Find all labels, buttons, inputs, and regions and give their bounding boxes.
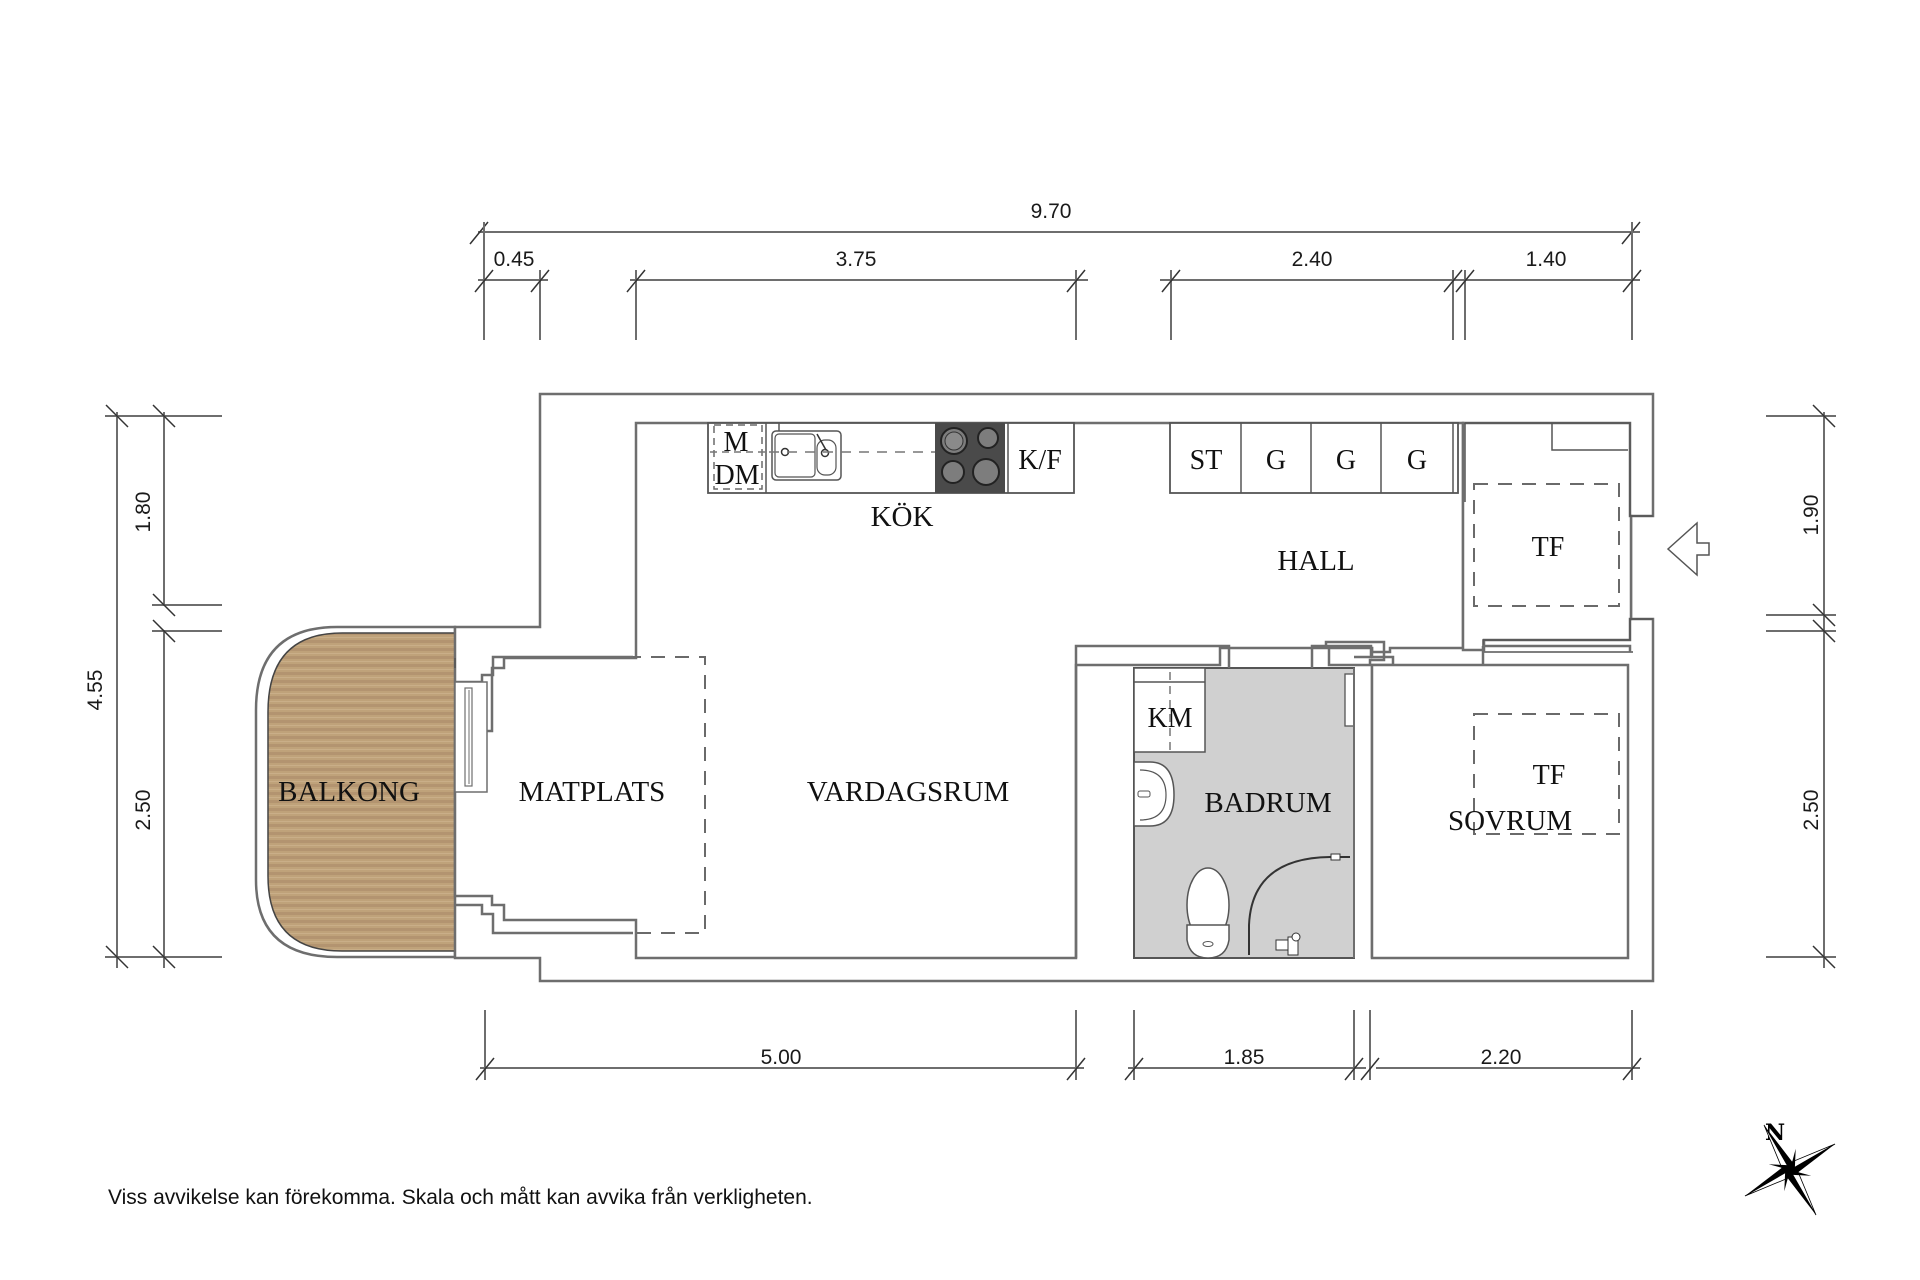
room-label-balcony: BALKONG (278, 776, 420, 808)
dim-right-seg-2: 2.50 (1800, 790, 1823, 831)
room-label-kitchen: KÖK (871, 501, 934, 533)
room-label-hall: HALL (1277, 545, 1354, 577)
bottom-dimensions: 5.00 1.85 2.20 (475, 1010, 1642, 1081)
hall-wardrobes: ST G G G TF HALL (1169, 422, 1628, 607)
sink-icon (1133, 761, 1175, 827)
bathroom: KM BADRUM (1133, 667, 1355, 959)
dim-bottom-seg-1: 5.00 (761, 1046, 802, 1069)
dim-bottom-seg-3: 2.20 (1481, 1046, 1522, 1069)
hall-wardrobe-outline (1473, 483, 1620, 607)
bedroom-tf-label: TF (1533, 760, 1566, 791)
balcony-door-icon (454, 681, 488, 793)
dim-left-seg-2: 2.50 (132, 790, 155, 831)
kitchen-sink-icon (771, 423, 842, 481)
wardrobe-label-3: G (1407, 445, 1427, 476)
microwave-label: M (724, 427, 749, 458)
dim-right-seg-1: 1.90 (1800, 495, 1823, 536)
dim-top-total: 9.70 (1031, 200, 1072, 223)
dim-left-seg-1: 1.80 (132, 492, 155, 533)
kitchen-counter: M DM K/F KÖK (707, 422, 1075, 533)
balcony: BALKONG (254, 625, 457, 959)
entrance-arrow-icon (1666, 521, 1710, 577)
disclaimer-text: Viss avvikelse kan förekomma. Skala och … (108, 1186, 813, 1209)
dim-top-seg-2: 3.75 (836, 248, 877, 271)
right-dimensions: 1.90 2.50 (1766, 404, 1836, 969)
top-dimensions: 9.70 0.45 3.75 2.40 1.40 (469, 200, 1642, 340)
wardrobe-label-1: G (1266, 445, 1286, 476)
bedroom-wardrobe-outline (1473, 713, 1620, 835)
broom-closet-label: ST (1190, 445, 1223, 476)
room-label-bedroom: SOVRUM (1448, 805, 1572, 837)
fridge-freezer-label: K/F (1018, 445, 1062, 476)
towel-rack-icon (1344, 673, 1355, 727)
dim-top-seg-4: 1.40 (1526, 248, 1567, 271)
toilet-icon (1186, 867, 1230, 959)
bedroom: TF SOVRUM (1370, 644, 1632, 960)
dining: MATPLATS (454, 655, 706, 935)
dim-left-total: 4.55 (84, 670, 107, 711)
dim-top-seg-3: 2.40 (1292, 248, 1333, 271)
room-label-dining: MATPLATS (519, 776, 666, 808)
room-label-living: VARDAGSRUM (807, 776, 1010, 808)
shower-mixer-icon (1275, 932, 1301, 956)
hall-tf-label: TF (1532, 532, 1565, 563)
dishwasher-label: DM (714, 460, 759, 491)
shower-icon (1248, 856, 1350, 955)
wardrobe-label-2: G (1336, 445, 1356, 476)
dim-bottom-seg-2: 1.85 (1224, 1046, 1265, 1069)
stove-icon (935, 423, 1005, 493)
compass-rose-icon: N (1744, 1120, 1836, 1216)
dim-top-seg-1: 0.45 (494, 248, 535, 271)
washing-machine-label: KM (1147, 703, 1192, 734)
room-label-bathroom: BADRUM (1204, 787, 1331, 819)
left-dimensions: 4.55 1.80 2.50 (84, 404, 222, 969)
